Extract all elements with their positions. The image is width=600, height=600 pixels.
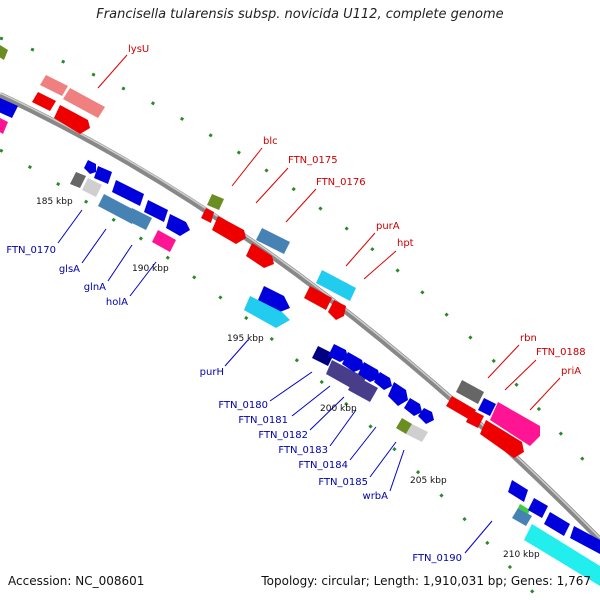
gene-label-rbn[interactable]: rbn [520, 333, 537, 344]
gene-arrow[interactable] [512, 508, 532, 526]
gene-arrow[interactable] [84, 160, 96, 174]
gene-label-purH[interactable]: purH [200, 367, 224, 378]
gene-label-ftn-0180[interactable]: FTN_0180 [218, 400, 268, 411]
gene-arrow[interactable] [316, 270, 356, 301]
kbp-ticks: 185 kbp 190 kbp 195 kbp 200 kbp 205 kbp … [36, 197, 540, 560]
gene-arrow[interactable] [0, 45, 8, 60]
gene-arrow[interactable] [328, 300, 346, 320]
gene-label-lysU[interactable]: lysU [128, 44, 149, 55]
bottom-strand-genes [70, 160, 600, 586]
map-title: Francisella tularensis subsp. novicida U… [96, 7, 504, 22]
gene-arrow[interactable] [358, 362, 380, 382]
gene-arrow[interactable] [94, 166, 112, 184]
gene-label-ftn-0170[interactable]: FTN_0170 [6, 245, 56, 256]
gene-arrow[interactable] [152, 230, 176, 252]
gene-label-glsA[interactable]: glsA [59, 264, 80, 275]
gene-arrow[interactable] [258, 286, 290, 312]
gene-arrow[interactable] [144, 200, 168, 222]
gene-arrow[interactable] [0, 118, 8, 134]
gene-arrow[interactable] [126, 208, 152, 230]
gene-arrow[interactable] [466, 410, 484, 428]
gene-arrow[interactable] [396, 418, 412, 434]
tick-label: 190 kbp [132, 264, 169, 274]
gene-label-ftn-0188[interactable]: FTN_0188 [536, 347, 586, 358]
gene-label-ftn-0183[interactable]: FTN_0183 [278, 445, 328, 456]
gene-label-hpt[interactable]: hpt [397, 238, 414, 249]
gene-arrow[interactable] [32, 92, 56, 111]
gene-label-ftn-0184[interactable]: FTN_0184 [298, 460, 348, 471]
outer-guide-line [0, 36, 600, 481]
top-gene-labels: lysU blc FTN_0175 FTN_0176 purA hpt rbn … [128, 44, 586, 377]
gene-arrow[interactable] [40, 75, 68, 96]
gene-label-ftn-0190[interactable]: FTN_0190 [412, 553, 462, 564]
tick-label: 210 kbp [503, 550, 540, 560]
bottom-gene-labels: FTN_0170 glsA glnA holA purH FTN_0180 FT… [6, 245, 462, 564]
gene-arrow[interactable] [246, 243, 274, 268]
gene-arrow[interactable] [244, 296, 290, 328]
top-leader-lines [97, 54, 561, 411]
gene-label-priA[interactable]: priA [561, 366, 581, 377]
gene-arrow[interactable] [478, 398, 496, 416]
gene-label-glnA[interactable]: glnA [84, 282, 106, 293]
gene-arrow[interactable] [348, 376, 378, 402]
gene-label-ftn-0176[interactable]: FTN_0176 [316, 177, 366, 188]
gene-label-wrbA[interactable]: wrbA [363, 491, 389, 502]
gene-arrow[interactable] [82, 178, 102, 197]
tick-label: 195 kbp [227, 334, 264, 344]
gene-arrow[interactable] [256, 228, 290, 254]
tick-label: 200 kbp [320, 404, 357, 414]
tick-label: 205 kbp [410, 476, 447, 486]
gene-arrow[interactable] [508, 480, 528, 502]
gene-label-blc[interactable]: blc [263, 136, 278, 147]
gene-arrow[interactable] [374, 372, 392, 390]
gene-arrow[interactable] [418, 408, 434, 424]
genome-summary-text: Topology: circular; Length: 1,910,031 bp… [261, 574, 591, 588]
gene-arrow[interactable] [207, 194, 224, 210]
bottom-leader-lines [57, 209, 493, 554]
gene-arrow[interactable] [388, 382, 408, 406]
gene-arrow[interactable] [528, 498, 548, 518]
gene-arrow[interactable] [112, 180, 144, 206]
gene-arrow[interactable] [328, 344, 348, 362]
gene-arrow[interactable] [212, 216, 246, 244]
gene-label-ftn-0185[interactable]: FTN_0185 [318, 477, 368, 488]
gene-arrow[interactable] [480, 420, 524, 458]
gene-arrow[interactable] [54, 105, 90, 134]
gene-label-ftn-0181[interactable]: FTN_0181 [238, 415, 288, 426]
gene-arrow[interactable] [406, 424, 428, 442]
gene-arrow[interactable] [446, 396, 476, 420]
top-strand-genes [0, 45, 540, 458]
gene-arrow[interactable] [201, 208, 214, 223]
gene-arrow[interactable] [304, 286, 332, 310]
tick-label: 185 kbp [36, 197, 73, 207]
gene-arrow[interactable] [0, 98, 18, 118]
gene-arrow[interactable] [518, 504, 530, 514]
gene-arrow[interactable] [490, 402, 540, 446]
gene-label-ftn-0182[interactable]: FTN_0182 [258, 430, 308, 441]
gene-arrow[interactable] [342, 352, 364, 372]
gene-label-purA[interactable]: purA [376, 221, 400, 232]
gene-arrow[interactable] [544, 512, 570, 536]
gene-arrow[interactable] [166, 214, 190, 236]
gene-label-holA[interactable]: holA [106, 297, 128, 308]
gene-label-ftn-0175[interactable]: FTN_0175 [288, 155, 338, 166]
gene-arrow[interactable] [312, 346, 334, 366]
gene-arrow[interactable] [524, 524, 600, 586]
inner-guide-line [0, 148, 542, 600]
gene-arrow[interactable] [404, 398, 422, 416]
accession-text: Accession: NC_008601 [8, 574, 145, 588]
gene-arrow[interactable] [63, 88, 105, 118]
gene-arrow[interactable] [570, 526, 600, 554]
gene-arrow[interactable] [456, 380, 484, 404]
gene-arrow[interactable] [70, 172, 86, 188]
